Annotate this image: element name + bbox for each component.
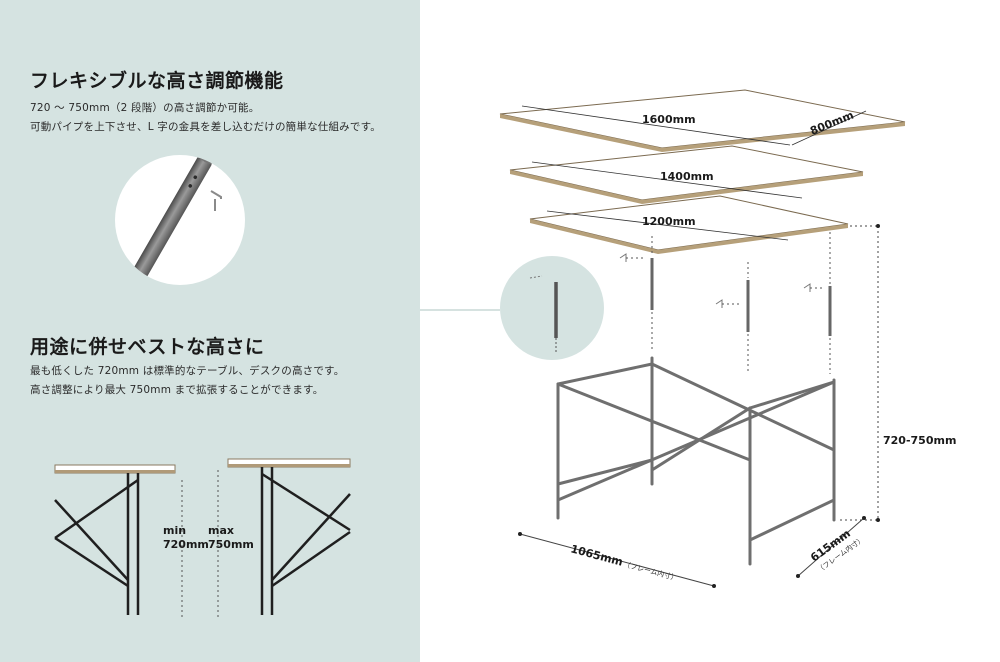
dim-1200: 1200mm: [642, 215, 696, 228]
pipe-detail-circle: [115, 155, 245, 285]
tabletop-large: [499, 89, 906, 152]
l-brackets: [619, 253, 811, 308]
l-bracket-icon: [210, 190, 222, 199]
tabletop-medium: [509, 145, 864, 204]
dim-1600: 1600mm: [642, 113, 696, 126]
width-dimension-line: [519, 533, 715, 587]
dim-height: 720-750mm: [883, 434, 956, 447]
pipe-zoom-circle: [500, 256, 604, 360]
height-heading: 用途に併せベストな高さに: [30, 336, 265, 358]
dim-1065: 1065mm: [569, 542, 624, 568]
height-desc-line-2: 高さ調整により最大 750mm まで拡張することができます。: [30, 384, 324, 396]
min-value: 720mm: [163, 538, 209, 551]
adjust-desc-line-1: 720 ～ 750mm（2 段階）の高さ調節か可能。: [30, 102, 260, 114]
dim-1400: 1400mm: [660, 170, 714, 183]
height-compare-illustration: [54, 458, 351, 618]
exploded-table-illustration: 1600mm 800mm 1400mm 1200mm: [499, 89, 956, 588]
max-value: 750mm: [208, 538, 254, 551]
tabletop-small: [529, 195, 849, 254]
steel-frame: [556, 356, 836, 566]
dim-1065-note: （フレーム内寸）: [623, 559, 679, 582]
assembly-guides: [626, 232, 831, 374]
min-label: min: [163, 524, 187, 537]
connector-line: [420, 309, 500, 311]
info-panel: フレキシブルな高さ調節機能 720 ～ 750mm（2 段階）の高さ調節か可能。…: [0, 0, 420, 662]
max-label: max: [208, 524, 234, 537]
depth-dimension-line: [797, 517, 865, 577]
max-height-label: max 750mm: [208, 524, 254, 552]
adjust-pipes: [650, 258, 832, 336]
adjustable-pipe-illustration: [129, 155, 222, 284]
height-dimension-line: [840, 225, 879, 521]
adjust-desc-line-2: 可動パイプを上下させ、L 字の金具を差し込むだけの簡単な仕組みです。: [30, 121, 381, 133]
height-desc-line-1: 最も低くした 720mm は標準的なテーブル、デスクの高さです。: [30, 365, 345, 377]
adjust-heading: フレキシブルな高さ調節機能: [30, 70, 284, 92]
min-height-label: min 720mm: [163, 524, 209, 552]
